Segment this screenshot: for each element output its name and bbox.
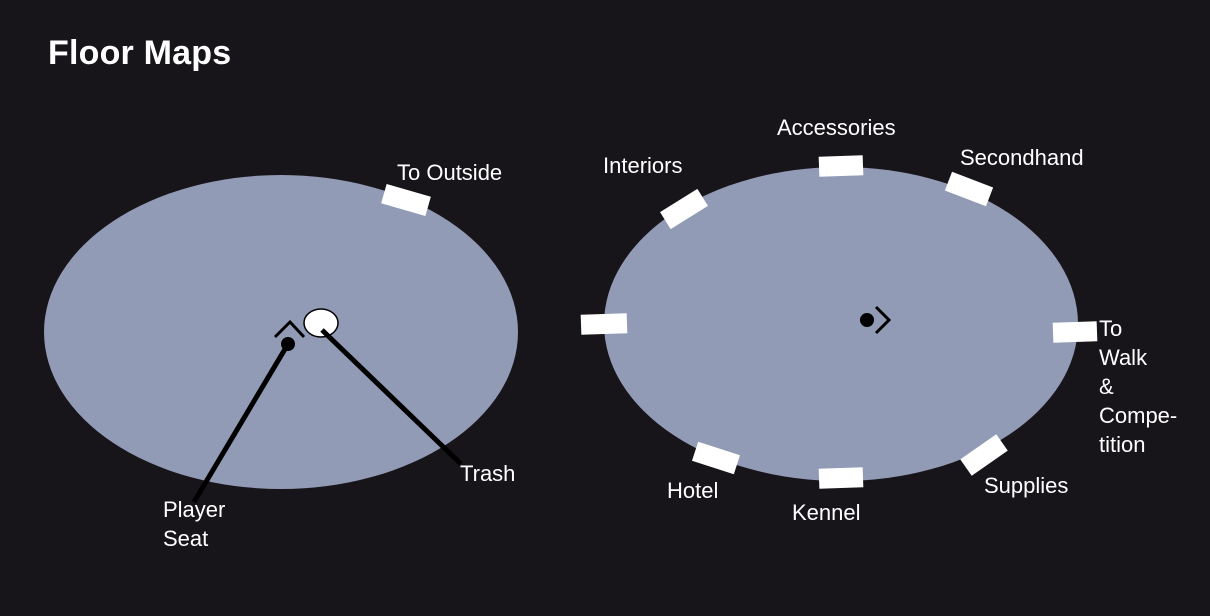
player-seat-marker[interactable] [281,337,295,351]
door-secondhand[interactable] [944,171,994,207]
label-secondhand: Secondhand [960,145,1084,170]
door-to-walk-competition[interactable] [1052,321,1098,343]
label-to-outside: To Outside [397,160,503,185]
label-accessories: Accessories [777,115,896,140]
page-title: Floor Maps [48,34,232,72]
label-trash: Trash [460,461,516,486]
door-hotel[interactable] [691,441,741,475]
door-west[interactable] [580,313,628,335]
right-floor [604,167,1078,481]
player-position-marker[interactable] [860,313,874,327]
player-facing-chevron-icon [874,305,892,335]
label-to-walk-competition: To Walk & Compe- tition [1099,316,1178,457]
door-accessories[interactable] [818,155,864,177]
trash-bin[interactable] [303,308,339,338]
door-to-outside[interactable] [381,184,431,216]
label-interiors: Interiors [603,153,683,178]
label-player-seat: Player Seat [163,497,226,551]
door-supplies[interactable] [960,434,1008,476]
label-kennel: Kennel [792,500,861,525]
label-supplies: Supplies [984,473,1069,498]
left-floor-map [44,175,518,504]
door-interiors[interactable] [660,188,708,230]
right-floor-map [580,155,1098,489]
door-kennel[interactable] [818,467,864,489]
player-seat-pointer-line [191,342,291,504]
trash-pointer-line [320,328,463,466]
label-hotel: Hotel [667,478,719,503]
player-facing-chevron-icon [273,319,306,339]
